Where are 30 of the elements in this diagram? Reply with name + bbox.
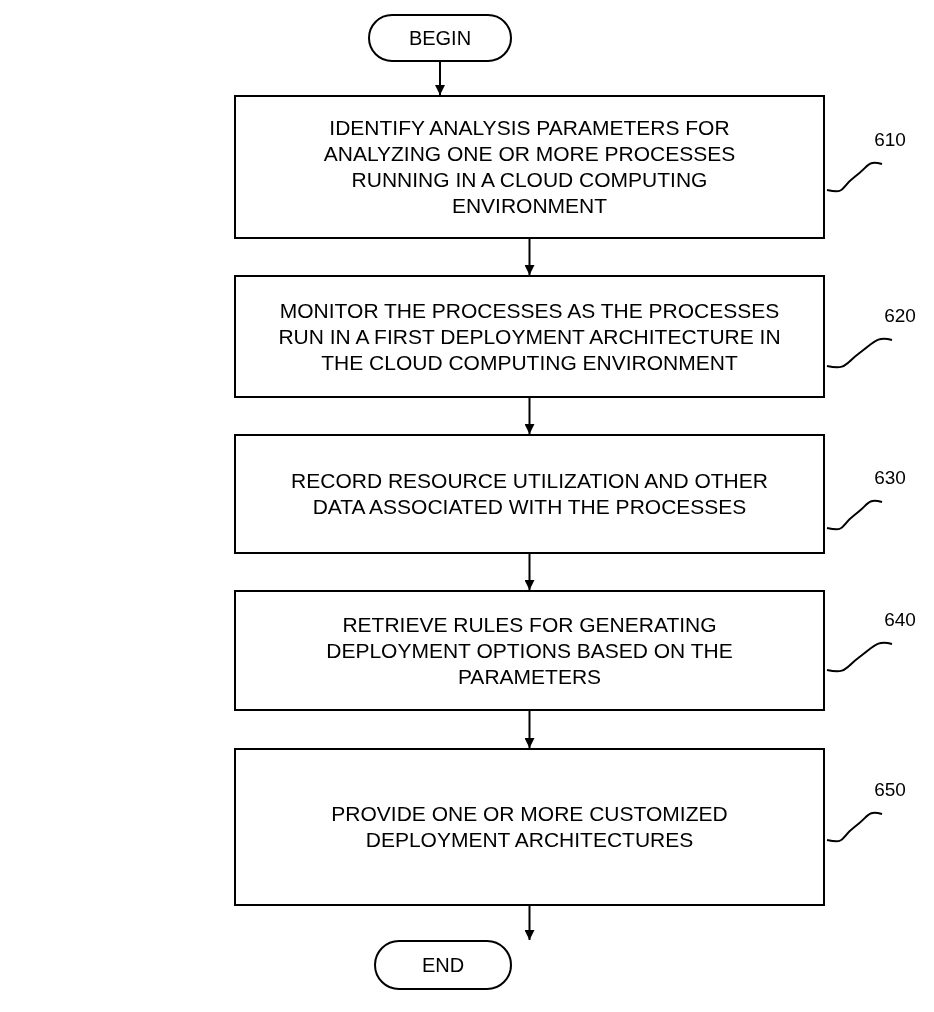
process-box [234,95,825,239]
step-text: PROVIDE ONE OR MORE CUSTOMIZED DEPLOYMENT ARCHITECTURES [330,801,729,853]
arrow [524,553,535,591]
step-text: MONITOR THE PROCESSES AS THE PROCESSES RUN IN A FIRST DEPLOYMENT ARCHITECTURE IN THE CLOUD COMPUTING ENVIRONMENT [277,297,782,376]
leader-line [826,337,893,369]
step-text: RECORD RESOURCE UTILIZATION AND OTHER DATA ASSOCIATED WITH THE PROCESSES [290,468,769,520]
arrow [524,397,535,435]
arrow [435,61,445,96]
reference-number: 650 [868,778,912,802]
reference-number: 620 [878,304,922,328]
reference-number: 640 [878,608,922,632]
process-box [234,434,825,554]
leader-line [826,161,883,193]
leader-line [826,811,883,843]
step-text: RETRIEVE RULES FOR GENERATING DEPLOYMENT OPTIONS BASED ON THE PARAMETERS [325,611,734,690]
arrow [524,905,535,941]
step-text: END [421,953,465,977]
leader-line [826,499,883,531]
reference-number: 610 [868,128,912,152]
arrow [524,238,535,276]
process-box [234,275,825,398]
reference-number: 630 [868,466,912,490]
process-box [234,590,825,711]
process-box [234,748,825,906]
terminal-pill [374,940,512,990]
terminal-pill [368,14,512,62]
leader-line [826,641,893,673]
arrow [524,710,535,749]
step-text: IDENTIFY ANALYSIS PARAMETERS FOR ANALYZING ONE OR MORE PROCESSES RUNNING IN A CLOUD COMPUTING ENVIRONMENT [322,115,737,219]
step-text: BEGIN [408,26,472,50]
